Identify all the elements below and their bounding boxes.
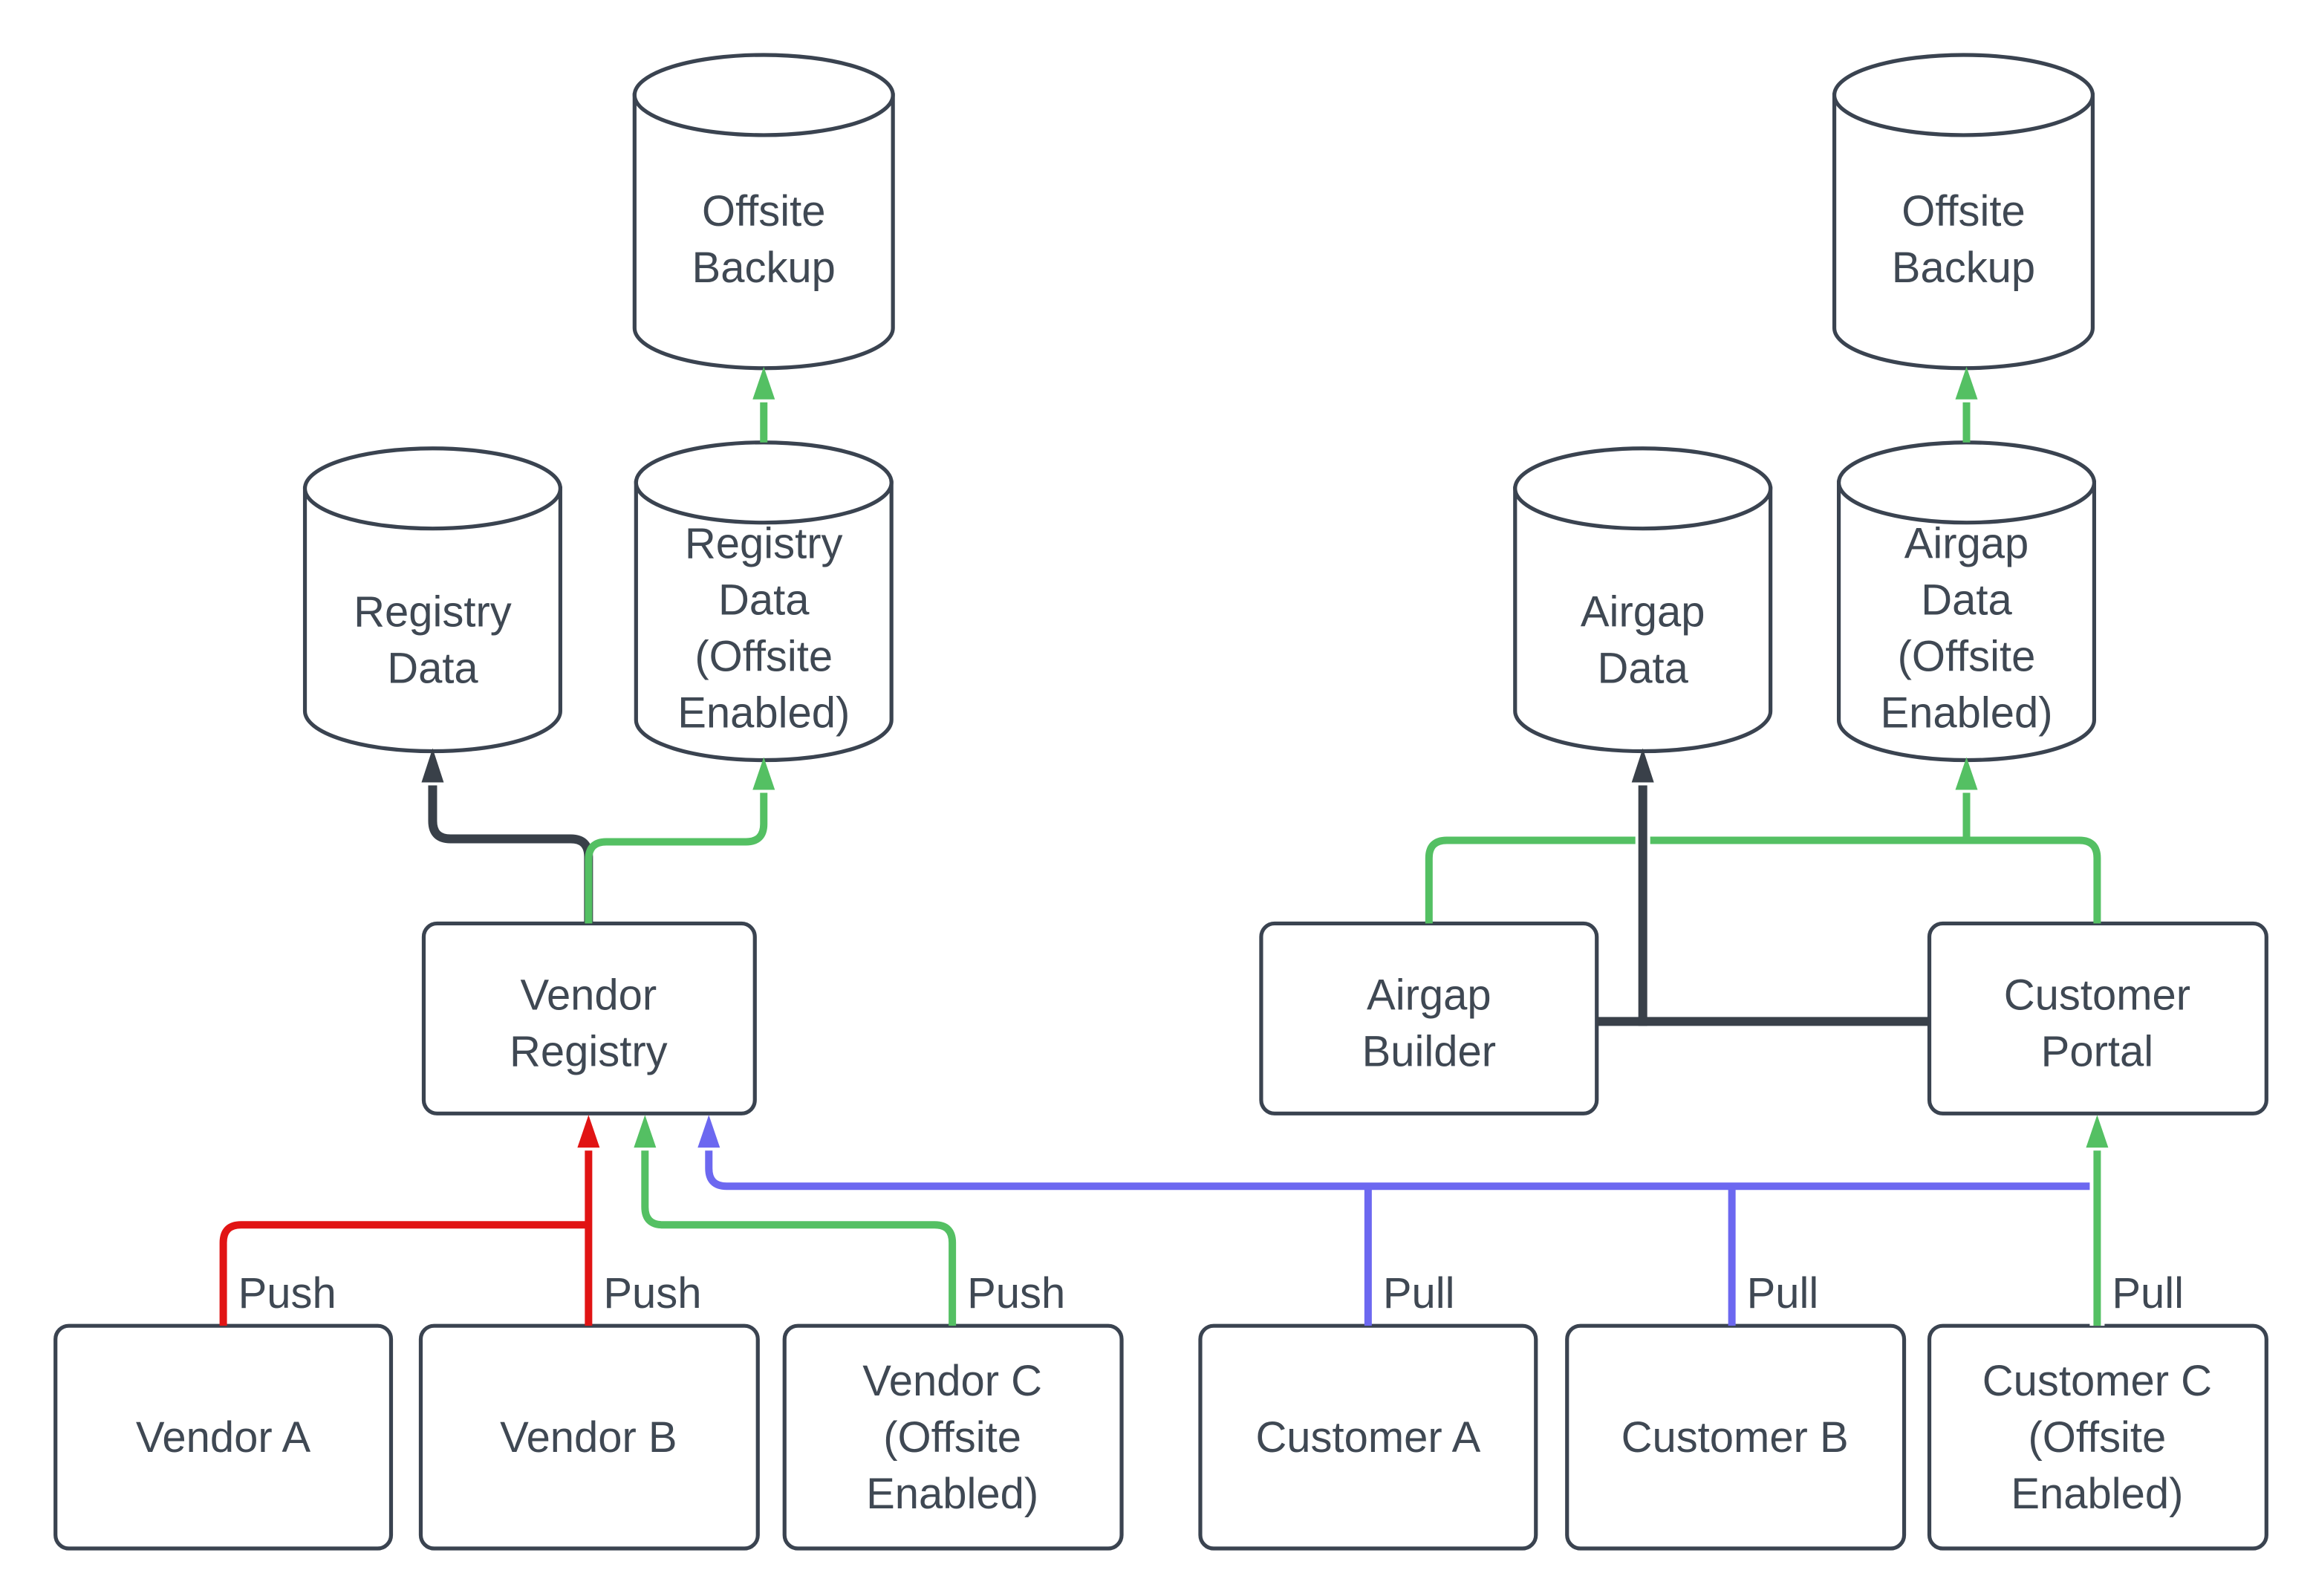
edge-label-customer-b-pull: Pull: [1747, 1270, 1819, 1317]
cylinder-body: [1832, 93, 2095, 371]
label-airgap-data-offsite-2: Data: [1921, 577, 2012, 625]
label-registry-data-offsite-2: Data: [718, 577, 810, 625]
label-airgap-data-1: Airgap: [1581, 589, 1705, 636]
node-registry-data-offsite: [634, 440, 894, 763]
arrowhead-offsite-backup-left: [752, 366, 775, 400]
label-customer-portal-1: Customer: [2004, 971, 2190, 1019]
label-registry-data-offsite-4: Enabled): [677, 690, 850, 737]
edge-label-vendor-c-push: Push: [967, 1270, 1065, 1317]
node-airgap-data: [1513, 446, 1773, 754]
arrowhead-airgap-data-offsite: [1955, 757, 1978, 790]
edge-airgap-builder-to-customer-portal: [1425, 836, 2101, 924]
edge-label-vendor-a-push: Push: [238, 1270, 336, 1317]
label-registry-data-1: Registry: [354, 589, 512, 636]
label-offsite-backup-left-2: Backup: [692, 244, 836, 292]
cylinder-body: [1836, 481, 2097, 763]
edge-label-vendor-b-push: Push: [603, 1270, 701, 1317]
cylinder-top: [1832, 53, 2095, 137]
label-airgap-data-2: Data: [1597, 645, 1688, 693]
label-airgap-builder-1: Airgap: [1367, 971, 1491, 1019]
edge-pull-main-blue: [705, 1150, 2093, 1191]
cylinder-body: [634, 481, 894, 763]
edge-label-customer-a-pull: Pull: [1383, 1270, 1455, 1317]
label-vendor-c-3: Enabled): [866, 1470, 1038, 1518]
arrowhead-push-green: [634, 1115, 657, 1148]
node-offsite-backup-left: [632, 53, 895, 371]
cylinder-top: [1513, 446, 1773, 531]
label-registry-data-2: Data: [387, 645, 478, 693]
label-vendor-registry-2: Registry: [510, 1028, 668, 1075]
edge-vendor-registry-to-registry-data-offsite: [585, 792, 768, 924]
arrowhead-pull-green: [2086, 1115, 2109, 1148]
label-airgap-builder-2: Builder: [1362, 1028, 1496, 1075]
label-customer-c-3: Enabled): [2011, 1470, 2183, 1518]
edge-vendor-c-push: [641, 1150, 957, 1326]
arrowhead-registry-data: [421, 748, 444, 783]
cylinder-top: [302, 446, 562, 531]
cylinder-top: [634, 440, 894, 525]
label-customer-b: Customer B: [1621, 1414, 1849, 1462]
label-airgap-data-offsite-1: Airgap: [1904, 521, 2029, 568]
label-offsite-backup-left-1: Offsite: [702, 188, 825, 235]
label-vendor-a: Vendor A: [136, 1414, 311, 1462]
arrowhead-airgap-data: [1631, 748, 1654, 783]
node-registry-data: [302, 446, 562, 754]
edge-vendor-a-push: [219, 1221, 589, 1326]
label-registry-data-offsite-3: (Offsite: [694, 633, 833, 681]
label-vendor-b: Vendor B: [500, 1414, 677, 1462]
label-vendor-c-2: (Offsite: [883, 1414, 1021, 1462]
node-offsite-backup-right: [1832, 53, 2095, 371]
arrowhead-registry-data-offsite: [752, 757, 775, 790]
label-vendor-c-1: Vendor C: [862, 1358, 1042, 1405]
cylinder-body: [302, 486, 562, 754]
arrowhead-offsite-backup-right: [1955, 366, 1978, 400]
label-vendor-registry-1: Vendor: [520, 971, 657, 1019]
label-airgap-data-offsite-3: (Offsite: [1898, 633, 2036, 681]
edge-vendor-registry-to-registry-data: [428, 785, 593, 924]
label-registry-data-offsite-1: Registry: [685, 521, 843, 568]
arrowhead-pull-blue: [697, 1115, 720, 1148]
cylinder-body: [632, 93, 895, 371]
cylinder-body: [1513, 486, 1773, 754]
cylinder-top: [1836, 440, 2097, 525]
label-offsite-backup-right-2: Backup: [1892, 244, 2035, 292]
edge-label-customer-c-pull: Pull: [2112, 1270, 2184, 1317]
label-airgap-data-offsite-4: Enabled): [1880, 690, 2052, 737]
cylinder-top: [632, 53, 895, 137]
arrowhead-push-red: [577, 1115, 600, 1148]
node-airgap-data-offsite: [1836, 440, 2097, 763]
label-offsite-backup-right-1: Offsite: [1902, 188, 2025, 235]
label-customer-c-2: (Offsite: [2029, 1414, 2167, 1462]
label-customer-c-1: Customer C: [1982, 1358, 2212, 1405]
label-customer-a: Customer A: [1255, 1414, 1480, 1462]
label-customer-portal-2: Portal: [2041, 1028, 2153, 1075]
